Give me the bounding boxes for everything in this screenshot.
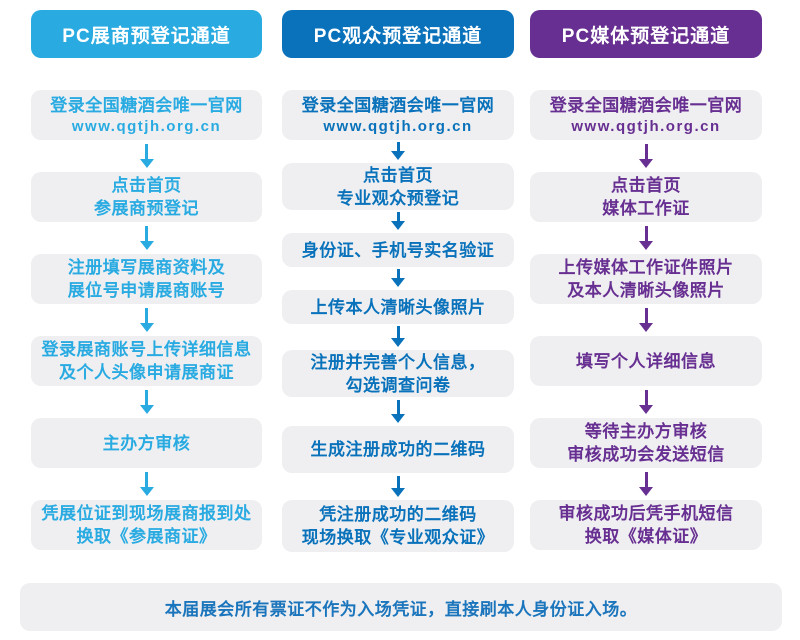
step-text: 注册填写展商资料及	[67, 258, 226, 277]
arrow-down-icon	[391, 269, 405, 287]
step-text: 展位号申请展商账号	[67, 281, 226, 300]
step-text: 参展商预登记	[94, 199, 199, 218]
admission-notice-bar: 本届展会所有票证不作为入场凭证，直接刷本人身份证入场。	[20, 583, 782, 631]
flow-step: 点击首页 专业观众预登记	[282, 163, 514, 210]
official-site-url: www.qgtjh.org.cn	[571, 118, 721, 135]
flow-step: 上传本人清晰头像照片	[282, 290, 514, 324]
step-text: 勾选调查问卷	[345, 375, 451, 395]
arrow-down-icon	[639, 226, 653, 250]
arrow-down-icon	[139, 308, 154, 332]
flow-step: 注册填写展商资料及 展位号申请展商账号	[31, 254, 262, 304]
flow-step: 点击首页 媒体工作证	[530, 172, 762, 222]
step-text: 凭展位证到现场展商报到处	[41, 504, 252, 523]
flow-step: 凭注册成功的二维码 现场换取《专业观众证》	[282, 500, 514, 552]
step-text: 及本人清晰头像照片	[567, 281, 725, 300]
step-text: 点击首页	[363, 165, 433, 185]
arrow-down-icon	[391, 476, 405, 497]
official-site-url: www.qgtjh.org.cn	[323, 118, 473, 135]
arrow-down-icon	[391, 142, 405, 160]
channel-header-visitor: PC观众预登记通道	[282, 10, 514, 58]
step-text: 登录全国糖酒会唯一官网	[50, 96, 243, 115]
flow-step: 点击首页 参展商预登记	[31, 172, 262, 222]
flow-step: 凭展位证到现场展商报到处 换取《参展商证》	[31, 500, 262, 550]
flow-step: 注册并完善个人信息， 勾选调查问卷	[282, 350, 514, 397]
flow-step: 填写个人详细信息	[530, 336, 762, 386]
step-text: 填写个人详细信息	[576, 351, 716, 371]
step-text: 现场换取《专业观众证》	[301, 528, 495, 547]
column-visitor: PC观众预登记通道 登录全国糖酒会唯一官网 www.qgtjh.org.cn 点…	[282, 0, 514, 640]
arrow-down-icon	[391, 400, 405, 423]
flow-step: 上传媒体工作证件照片 及本人清晰头像照片	[530, 254, 762, 304]
step-text: 媒体工作证	[602, 199, 690, 218]
flow-step: 生成注册成功的二维码	[282, 426, 514, 473]
step-text: 换取《媒体证》	[584, 527, 708, 546]
column-media: PC媒体预登记通道 登录全国糖酒会唯一官网 www.qgtjh.org.cn 点…	[530, 0, 762, 640]
admission-notice-text: 本届展会所有票证不作为入场凭证，直接刷本人身份证入场。	[164, 599, 638, 619]
column-exhibitor: PC展商预登记通道 登录全国糖酒会唯一官网 www.qgtjh.org.cn 点…	[31, 0, 262, 640]
flow-step: 主办方审核	[31, 418, 262, 468]
step-text: 换取《参展商证》	[76, 527, 217, 546]
step-text: 注册并完善个人信息，	[310, 352, 486, 372]
channel-header-media: PC媒体预登记通道	[530, 10, 762, 58]
arrow-down-icon	[391, 212, 405, 230]
step-text: 审核成功后凭手机短信	[558, 504, 734, 523]
flow-step: 登录展商账号上传详细信息 及个人头像申请展商证	[31, 336, 262, 386]
official-site-url: www.qgtjh.org.cn	[71, 118, 222, 135]
arrow-down-icon	[139, 390, 154, 414]
step-text: 上传本人清晰头像照片	[310, 297, 486, 317]
flow-step: 登录全国糖酒会唯一官网 www.qgtjh.org.cn	[530, 90, 762, 140]
step-text: 身份证、手机号实名验证	[301, 240, 495, 260]
step-text: 点击首页	[611, 176, 681, 195]
step-text: 专业观众预登记	[336, 188, 460, 208]
flow-step: 登录全国糖酒会唯一官网 www.qgtjh.org.cn	[282, 90, 514, 140]
arrow-down-icon	[139, 144, 154, 168]
flow-step: 登录全国糖酒会唯一官网 www.qgtjh.org.cn	[31, 90, 262, 140]
step-text: 等待主办方审核	[584, 422, 708, 441]
arrow-down-icon	[639, 472, 653, 496]
step-text: 主办方审核	[102, 433, 191, 453]
step-text: 生成注册成功的二维码	[310, 440, 486, 459]
step-text: 审核成功会发送短信	[567, 445, 725, 464]
flow-step: 审核成功后凭手机短信 换取《媒体证》	[530, 500, 762, 550]
step-text: 上传媒体工作证件照片	[558, 258, 734, 277]
step-text: 登录全国糖酒会唯一官网	[301, 96, 495, 115]
arrow-down-icon	[639, 390, 653, 414]
arrow-down-icon	[639, 308, 653, 332]
step-text: 登录全国糖酒会唯一官网	[549, 96, 743, 115]
step-text: 登录展商账号上传详细信息	[41, 340, 252, 359]
arrow-down-icon	[639, 144, 653, 168]
step-text: 凭注册成功的二维码	[319, 505, 477, 524]
step-text: 及个人头像申请展商证	[59, 363, 234, 382]
channel-header-exhibitor: PC展商预登记通道	[31, 10, 262, 58]
step-text: 点击首页	[111, 176, 182, 195]
arrow-down-icon	[139, 472, 154, 496]
arrow-down-icon	[139, 226, 154, 250]
flow-step: 身份证、手机号实名验证	[282, 233, 514, 267]
flow-step: 等待主办方审核 审核成功会发送短信	[530, 418, 762, 468]
arrow-down-icon	[391, 326, 405, 347]
